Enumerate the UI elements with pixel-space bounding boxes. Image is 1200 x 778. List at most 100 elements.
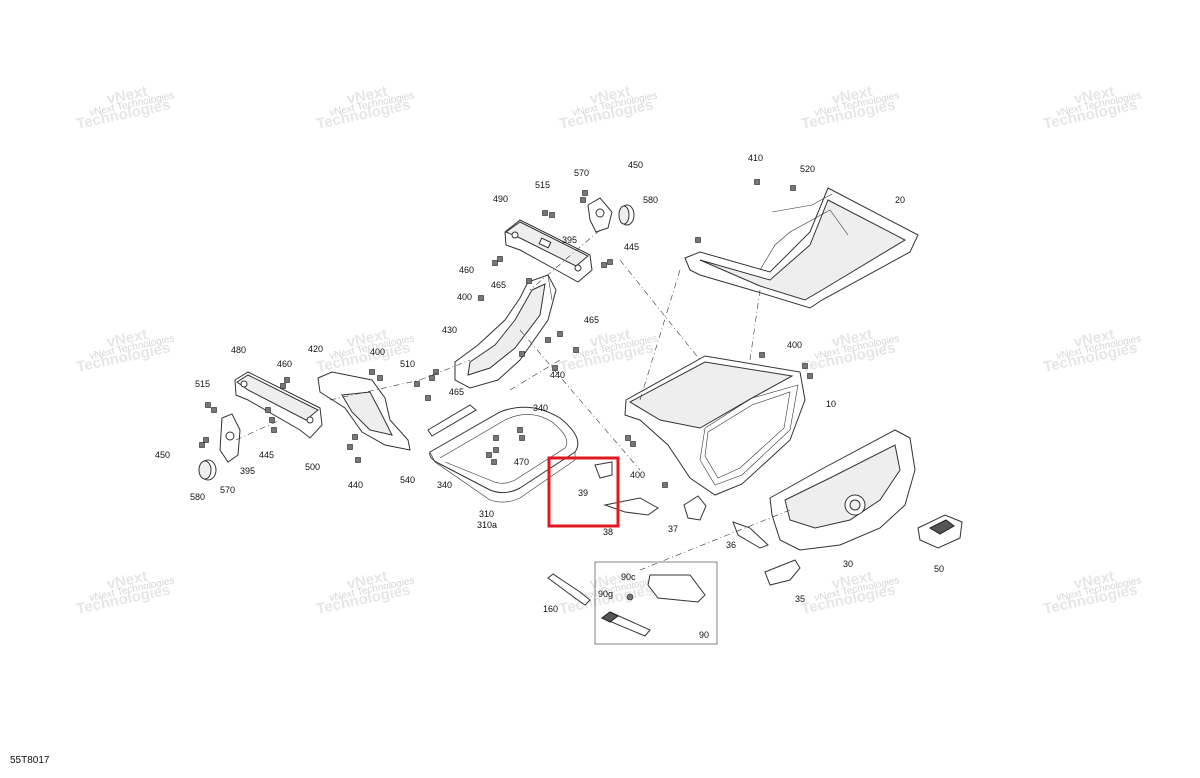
part-label-340: 340 xyxy=(533,403,548,413)
part-label-90c: 90c xyxy=(621,572,636,582)
bolt-icon xyxy=(759,352,765,358)
part-label-20: 20 xyxy=(895,195,905,205)
part-label-515: 515 xyxy=(195,379,210,389)
bolt-icon xyxy=(199,442,205,448)
part-label-430: 430 xyxy=(442,325,457,335)
bolt-icon xyxy=(807,373,813,379)
part-label-470: 470 xyxy=(514,457,529,467)
bolt-icon xyxy=(211,407,217,413)
bolt-icon xyxy=(557,331,563,337)
part-label-37: 37 xyxy=(668,524,678,534)
hardware-bolts xyxy=(199,179,813,488)
part-570-left-bracket[interactable] xyxy=(219,413,241,463)
part-90-toolkit-box[interactable] xyxy=(594,561,718,645)
part-label-445: 445 xyxy=(624,242,639,252)
part-label-420: 420 xyxy=(308,344,323,354)
part-label-38: 38 xyxy=(603,527,613,537)
bolt-icon xyxy=(352,434,358,440)
bolt-icon xyxy=(429,375,435,381)
bolt-icon xyxy=(630,441,636,447)
part-label-310a: 310a xyxy=(477,520,497,530)
part-label-36: 36 xyxy=(726,540,736,550)
bolt-icon xyxy=(607,259,613,265)
part-160-wrench[interactable] xyxy=(547,573,591,606)
bolt-icon xyxy=(355,457,361,463)
bolt-icon xyxy=(492,260,498,266)
part-label-445: 445 xyxy=(259,450,274,460)
part-label-30: 30 xyxy=(843,559,853,569)
part-30-hood[interactable] xyxy=(769,429,916,551)
part-37-clip[interactable] xyxy=(683,495,707,521)
bolt-icon xyxy=(790,185,796,191)
bolt-icon xyxy=(369,369,375,375)
part-label-465: 465 xyxy=(449,387,464,397)
part-label-50: 50 xyxy=(934,564,944,574)
bolt-icon xyxy=(662,482,668,488)
part-310-bumper[interactable] xyxy=(429,406,579,503)
bolt-icon xyxy=(545,337,551,343)
bolt-icon xyxy=(280,383,286,389)
part-39-pad[interactable] xyxy=(594,461,613,479)
part-540-strap[interactable] xyxy=(427,404,477,437)
bolt-icon xyxy=(549,212,555,218)
bolt-icon xyxy=(205,402,211,408)
part-570-bracket[interactable] xyxy=(587,197,613,233)
part-label-570: 570 xyxy=(574,168,589,178)
part-label-400: 400 xyxy=(370,347,385,357)
part-label-520: 520 xyxy=(800,164,815,174)
part-50-latch[interactable] xyxy=(917,514,963,549)
bolt-icon xyxy=(265,407,271,413)
part-label-480: 480 xyxy=(231,345,246,355)
bolt-icon xyxy=(478,295,484,301)
bolt-icon xyxy=(491,459,497,465)
part-label-515: 515 xyxy=(535,180,550,190)
part-label-160: 160 xyxy=(543,604,558,614)
bolt-icon xyxy=(519,435,525,441)
part-420-mount[interactable] xyxy=(317,371,411,451)
part-20-panel[interactable] xyxy=(684,187,919,309)
part-36-clip[interactable] xyxy=(732,521,769,549)
part-580-left-reflector[interactable] xyxy=(198,459,217,481)
bolt-icon xyxy=(284,377,290,383)
bolt-icon xyxy=(433,369,439,375)
part-10-storage-bin[interactable] xyxy=(624,355,806,496)
part-label-39: 39 xyxy=(578,488,588,498)
bolt-icon xyxy=(203,437,209,443)
bolt-icon xyxy=(517,427,523,433)
part-430-frame[interactable] xyxy=(454,274,557,389)
bolt-icon xyxy=(493,435,499,441)
bolt-icon xyxy=(486,452,492,458)
bolt-icon xyxy=(582,190,588,196)
bolt-icon xyxy=(754,179,760,185)
bolt-icon xyxy=(497,256,503,262)
bolt-icon xyxy=(493,447,499,453)
part-label-10: 10 xyxy=(826,399,836,409)
part-490-crossmember[interactable] xyxy=(504,219,593,283)
bolt-icon xyxy=(542,210,548,216)
bolt-icon xyxy=(573,347,579,353)
part-label-395: 395 xyxy=(240,466,255,476)
part-label-450: 450 xyxy=(628,160,643,170)
part-35-bracket[interactable] xyxy=(764,559,801,586)
part-480-crossmember[interactable] xyxy=(234,371,323,439)
part-labels: 4505705155804903954454604654004105202043… xyxy=(155,153,944,640)
part-label-35: 35 xyxy=(795,594,805,604)
bolt-icon xyxy=(271,427,277,433)
part-label-400: 400 xyxy=(787,340,802,350)
part-580-reflector[interactable] xyxy=(618,204,635,226)
part-label-310: 310 xyxy=(479,509,494,519)
part-label-465: 465 xyxy=(584,315,599,325)
bolt-icon xyxy=(695,237,701,243)
part-38-strap[interactable] xyxy=(603,497,659,516)
part-label-400: 400 xyxy=(630,470,645,480)
